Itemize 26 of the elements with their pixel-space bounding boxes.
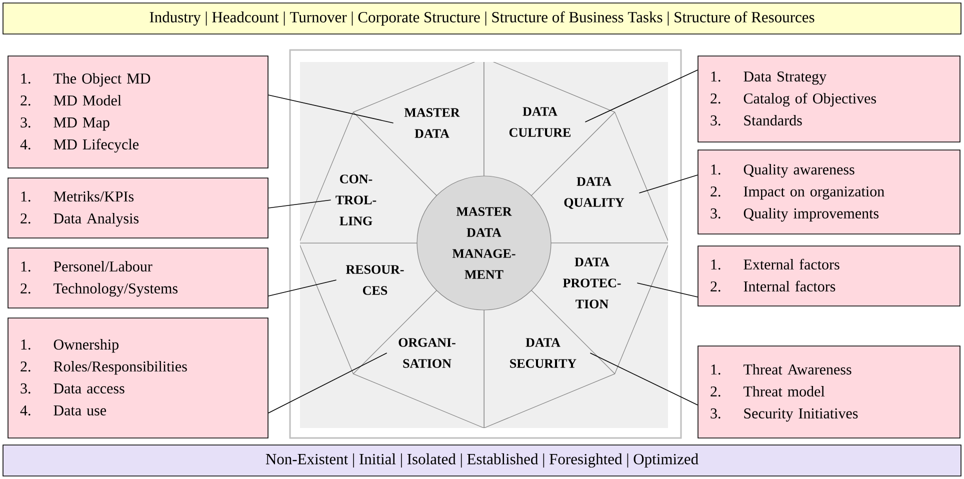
list-box: 1. Data Strategy 2. Catalog of Objectives 3. Standards	[698, 56, 960, 142]
sector-label: DATA PROTEC- TION	[562, 258, 621, 308]
list-box: 1. Personel/Labour 2. Technology/Systems	[8, 248, 268, 308]
leader-line	[590, 352, 698, 406]
list-box: 1. Metriks/KPIs 2. Data Analysis	[8, 178, 268, 238]
list-box: 1. Threat Awareness 2. Threat model 3. Security Initiatives	[698, 346, 960, 438]
leader-line	[584, 70, 698, 122]
sector-label: MASTER DATA	[404, 108, 460, 138]
leader-line	[268, 200, 332, 208]
leader-line	[638, 174, 698, 194]
leader-line	[268, 280, 337, 296]
leader-line	[268, 352, 388, 414]
list-box: 1. External factors 2. Internal factors	[698, 246, 960, 306]
sector-label: CON- TROL- LING	[336, 174, 376, 226]
list-box: 1. Ownership 2. Roles/Responsibilities 3. Data access 4. Data use	[8, 318, 268, 438]
leader-line	[636, 282, 698, 298]
leader-line	[268, 94, 394, 124]
sector-label: DATA QUALITY	[564, 177, 624, 209]
header-band: Non-Existent | Initial | Isolated | Established | Foresighted | Optimized	[2, 444, 962, 476]
sector-label: DATA CULTURE	[509, 107, 571, 137]
sector-label: RESOUR- CES	[346, 265, 404, 295]
list-box: 1. Quality awareness 2. Impact on organization 3. Quality improvements	[698, 150, 960, 234]
header-band: Industry | Headcount | Turnover | Corporate Structure | Structure of Business Tasks | Structure of Resources	[2, 2, 962, 34]
sector-label: DATA SECURITY	[510, 338, 576, 368]
list-box: 1. The Object MD 2. MD Model 3. MD Map 4. MD Lifecycle	[8, 56, 268, 168]
sector-label: ORGANI- SATION	[398, 338, 456, 368]
